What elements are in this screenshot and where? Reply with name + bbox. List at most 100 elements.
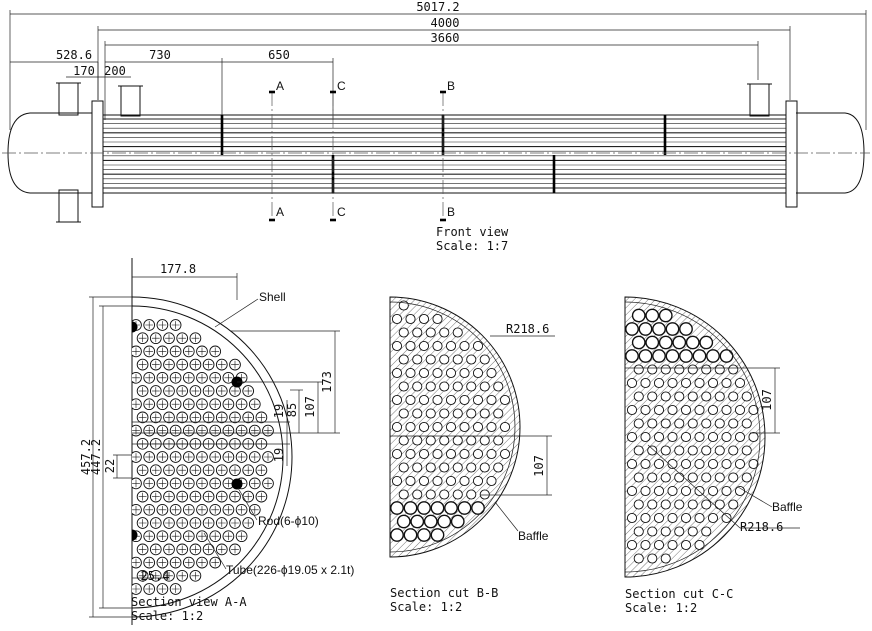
tube-hole [459, 448, 470, 460]
tube-hole [452, 408, 463, 419]
tube-hole [741, 418, 752, 429]
tube-hole [647, 553, 658, 564]
tube-hole [432, 421, 443, 433]
section-cc: 107 R218.6 Baffle Section cut C-C Scale:… [624, 296, 803, 615]
tube-hole [466, 435, 477, 446]
tube-hole [638, 349, 653, 363]
bb-radius-label: R218.6 [506, 322, 549, 336]
tube-hole [748, 458, 759, 470]
tube-hole [701, 499, 712, 510]
tube-hole [707, 512, 719, 524]
tube-hole [647, 445, 658, 456]
tube-hole [707, 377, 719, 389]
tube-hole [405, 394, 416, 406]
aa-scale: Scale: 1:2 [131, 609, 203, 623]
tube-hole [714, 364, 725, 375]
tube-hole [457, 501, 472, 515]
tube-hole [748, 431, 759, 443]
tube-hole [445, 421, 457, 433]
tube-hole [647, 364, 658, 375]
tube-hole [674, 391, 685, 402]
tube-hole [680, 458, 692, 470]
tube-hole [439, 354, 450, 365]
bb-dim-107: 107 [532, 455, 546, 477]
tube-hole [721, 377, 732, 389]
tube-hole [493, 435, 504, 446]
tube-hole [391, 367, 403, 379]
tube-hole [640, 485, 651, 497]
tube-hole [701, 364, 712, 375]
marker-c-top: C [337, 79, 346, 93]
shell-body [102, 114, 787, 194]
cc-scale: Scale: 1:2 [625, 601, 697, 615]
shell-leader [214, 298, 259, 328]
tube-hole [432, 340, 443, 352]
tube-hole [701, 472, 712, 483]
tube-hole [694, 539, 705, 551]
tube-hole [412, 462, 423, 473]
cc-radius-leader [647, 444, 741, 529]
tube-hole [633, 472, 644, 483]
aa-dimensions: 177.8 457.2 447.2 173 107 85 19 19 22 25… [79, 262, 340, 618]
tube-hole [687, 391, 698, 402]
tube-hole [660, 526, 671, 537]
tube-hole [667, 512, 678, 524]
tube-hole [701, 418, 712, 429]
tube-hole [687, 472, 698, 483]
tube-label: Tube(226-ϕ19.05 x 2.1t) [226, 563, 354, 577]
tube-hole [479, 435, 490, 446]
tube-hole [479, 489, 490, 500]
tube-hole [687, 364, 698, 375]
tube-hole [679, 349, 693, 363]
nozzles [56, 82, 772, 223]
tube-hole [667, 404, 678, 416]
tube-hole [665, 322, 680, 336]
tube-hole [633, 553, 644, 564]
tube-hole [625, 349, 639, 363]
tube-hole [707, 458, 719, 470]
tube-hole [653, 512, 665, 524]
tube-hole [439, 381, 450, 392]
bb-inner-arc [389, 301, 516, 553]
tube-hole [493, 381, 504, 392]
tube-hole [405, 421, 416, 433]
tube-hole [430, 501, 445, 515]
tube-hole [425, 435, 436, 446]
tube-hole [660, 418, 671, 429]
front-view: 5017.2 4000 3660 528.6 730 650 170 200 [2, 0, 870, 253]
tube-hole [653, 404, 665, 416]
tube-hole [452, 381, 463, 392]
tube-hole [432, 367, 443, 379]
tube-hole [640, 539, 651, 551]
tube-hole [432, 394, 443, 406]
cc-inner-arc [624, 301, 761, 573]
tube-hole [633, 364, 644, 375]
tube-hole [707, 431, 719, 443]
aa-dim-19-top: 19 [272, 404, 286, 418]
aa-tube-layout [132, 319, 274, 595]
tube-hole [405, 313, 416, 325]
tube-hole [680, 404, 692, 416]
front-view-caption: Front view [436, 225, 509, 239]
tube-hole [403, 501, 418, 515]
tube-hole [486, 448, 497, 460]
tube-hole [472, 394, 484, 406]
dim-offset-650: 650 [268, 48, 290, 62]
tube-hole [472, 448, 484, 460]
tube-hole [721, 512, 732, 524]
tube-hole [412, 381, 423, 392]
tube-hole [430, 528, 445, 542]
tube-hole [741, 391, 752, 402]
left-tubesheet [91, 100, 104, 208]
tube-hole [647, 472, 658, 483]
tube-hole [680, 431, 692, 443]
tube-hole [471, 501, 485, 515]
tube-hole [728, 445, 739, 456]
tube-hole [714, 391, 725, 402]
tube-hole [660, 553, 671, 564]
tube-hole [412, 408, 423, 419]
aa-shell-inner [131, 305, 284, 609]
tube-hole [450, 514, 465, 529]
tube-hole [653, 431, 665, 443]
tube-hole [631, 308, 646, 323]
